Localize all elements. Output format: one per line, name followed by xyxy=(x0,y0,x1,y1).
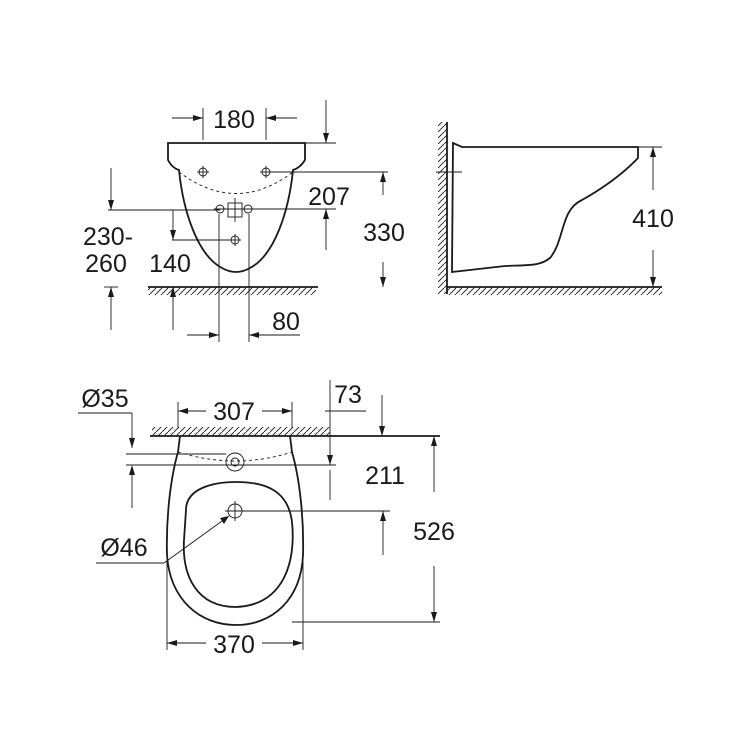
side-wall-hatch xyxy=(438,122,447,294)
label-hole-spacing: 180 xyxy=(213,106,255,134)
label-hole-height: 207 xyxy=(308,183,350,211)
dim-410 xyxy=(628,146,662,287)
label-center-offset: 80 xyxy=(272,308,300,336)
dim-top-right-arrow xyxy=(305,100,336,144)
dim-140 xyxy=(170,210,229,330)
top-drain-hole xyxy=(225,501,245,521)
label-width: 370 xyxy=(213,631,255,659)
front-water-connection xyxy=(214,198,254,246)
side-view: 410 xyxy=(436,122,674,295)
label-hole-distance: 211 xyxy=(365,462,405,490)
label-mount-range-bottom: 260 xyxy=(85,250,127,278)
dim-211 xyxy=(245,436,390,555)
front-floor-hatch xyxy=(148,287,316,295)
dim-330 xyxy=(380,172,386,287)
dim-80 xyxy=(187,214,300,342)
side-bidet-outline xyxy=(451,141,639,274)
label-mount-width: 307 xyxy=(213,398,255,426)
front-mount-hole-left xyxy=(197,166,209,178)
top-bowl-inner xyxy=(182,481,294,608)
top-bowl-outer xyxy=(165,435,305,626)
label-total-height: 330 xyxy=(363,219,405,247)
top-wall-hatch xyxy=(152,427,330,436)
label-diameter-small: Ø35 xyxy=(81,385,128,413)
top-rim-dashed xyxy=(177,451,293,462)
label-diameter-large: Ø46 xyxy=(100,534,147,562)
label-center-height: 140 xyxy=(149,250,191,278)
dim-180 xyxy=(172,108,297,140)
top-tap-hole xyxy=(225,452,245,472)
dim-230-260 xyxy=(104,168,220,330)
front-rim-dashed xyxy=(178,171,294,194)
label-mount-range-top: 230- xyxy=(83,223,133,251)
front-view: 180 207 330 xyxy=(83,100,405,342)
dim-370 xyxy=(166,560,304,650)
dim-307 xyxy=(177,402,293,428)
dim-diameter-small xyxy=(78,412,336,508)
dim-207 xyxy=(254,171,388,250)
front-bidet-outline xyxy=(167,142,306,273)
dim-73 xyxy=(325,380,385,436)
dim-diameter-large xyxy=(96,515,230,564)
side-floor-hatch xyxy=(447,287,662,295)
top-view: 307 73 Ø35 211 xyxy=(78,380,455,659)
label-wall-offset: 73 xyxy=(334,381,362,409)
label-side-height: 410 xyxy=(632,205,674,233)
dim-526 xyxy=(292,436,440,623)
label-depth: 526 xyxy=(413,518,455,546)
